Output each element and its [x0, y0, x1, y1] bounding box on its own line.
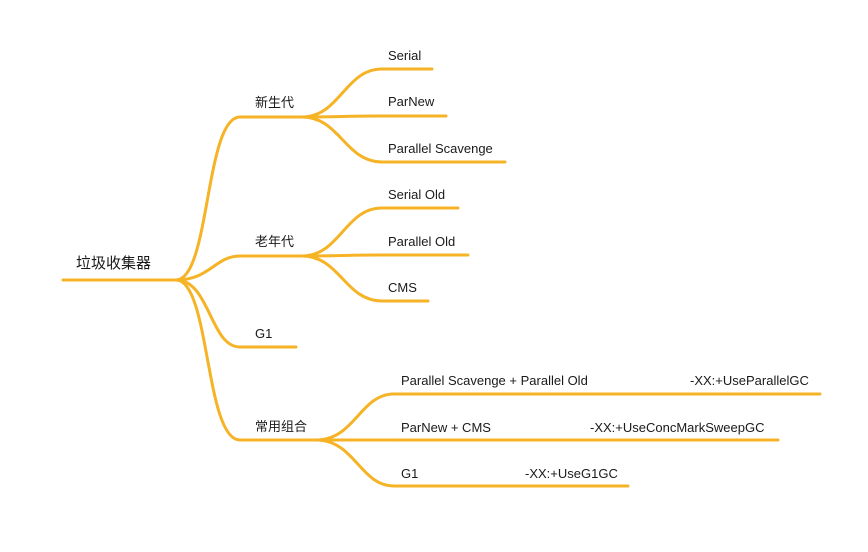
flag-use-conc-mark-sweep-gc[interactable]: -XX:+UseConcMarkSweepGC: [590, 420, 765, 435]
flag-use-g1-gc[interactable]: -XX:+UseG1GC: [525, 466, 618, 481]
link-combo-3: [314, 438, 396, 488]
link-combo-1: [314, 392, 396, 442]
link-young-serial: [300, 67, 384, 119]
link-young-parnew: [300, 114, 384, 119]
flag-use-parallel-gc[interactable]: -XX:+UseParallelGC: [690, 373, 809, 388]
node-serial-old[interactable]: Serial Old: [388, 187, 446, 202]
branch-young-generation[interactable]: 新生代: [255, 95, 295, 110]
root-node[interactable]: 垃圾收集器: [76, 255, 152, 272]
node-cms[interactable]: CMS: [388, 280, 417, 295]
node-serial[interactable]: Serial: [388, 48, 422, 63]
link-old-serialold: [300, 206, 384, 258]
node-parallel-old[interactable]: Parallel Old: [388, 234, 456, 249]
branch-old-generation[interactable]: 老年代: [255, 234, 295, 249]
link-young-ps: [300, 115, 384, 164]
node-parnew[interactable]: ParNew: [388, 94, 435, 109]
combo-ps-parallel-old[interactable]: Parallel Scavenge + Parallel Old: [401, 373, 588, 388]
combo-g1[interactable]: G1: [401, 466, 419, 481]
link-root-old: [174, 254, 242, 282]
combo-parnew-cms[interactable]: ParNew + CMS: [401, 420, 491, 435]
link-old-cms: [300, 254, 384, 303]
branch-g1[interactable]: G1: [255, 326, 273, 341]
link-root-young: [174, 115, 242, 282]
node-parallel-scavenge[interactable]: Parallel Scavenge: [388, 141, 493, 156]
link-root-combos: [174, 278, 242, 442]
link-root-g1: [174, 278, 242, 349]
branch-common-combos[interactable]: 常用组合: [255, 419, 308, 434]
link-old-parallelold: [300, 253, 384, 258]
